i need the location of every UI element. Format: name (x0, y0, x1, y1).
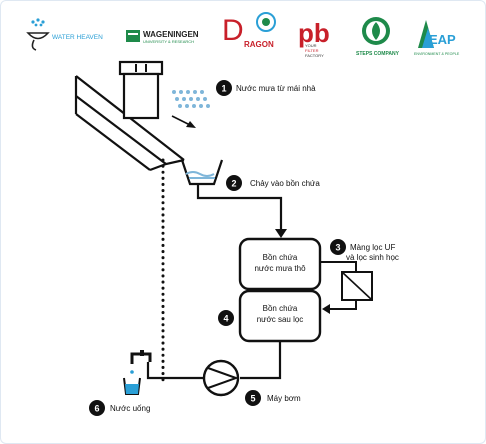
step-5: 5 Máy bơm (245, 390, 301, 406)
raw-tank-line1: Bồn chứa (263, 253, 298, 262)
step-1-number: 1 (221, 84, 226, 94)
raw-water-tank: Bồn chứa nước mưa thô (238, 237, 322, 291)
dragon-name: RAGON (244, 40, 274, 49)
step-3-number: 3 (335, 243, 340, 253)
faucet-icon (130, 350, 152, 374)
step-1: 1 Nước mưa từ mái nhà (216, 80, 316, 96)
logo-dragon: D RAGON (222, 12, 276, 49)
drinking-glass-icon (123, 377, 141, 395)
steps-text: STEPS COMPANY (356, 51, 400, 57)
step-3: 3 Màng lọc UF và lọc sinh học (330, 239, 399, 262)
pump-icon (202, 359, 240, 397)
uf-filter-icon (341, 271, 373, 301)
step-3-badge (330, 239, 346, 255)
step-5-badge (245, 390, 261, 406)
leap-mark: EAP (429, 32, 456, 47)
leap-sub: ENVIRONMENT & PEOPLE (414, 52, 460, 56)
clean-tank-line2: nước sau lọc (257, 315, 304, 324)
wageningen-name: WAGENINGEN (143, 30, 199, 39)
logo-wageningen: WAGENINGEN UNIVERSITY & RESEARCH (126, 30, 199, 44)
step-6-badge (89, 400, 105, 416)
step-4-number: 4 (223, 314, 228, 324)
step-4-badge (218, 310, 234, 326)
step-5-label: Máy bơm (267, 394, 301, 403)
rain-drops-icon (172, 90, 210, 108)
water-heaven-text: WATER HEAVEN (52, 34, 103, 41)
inlet-pipe (196, 184, 283, 232)
pump-to-tap-pipe (146, 362, 204, 380)
to-filter-pipe (320, 261, 357, 272)
step-2-number: 2 (231, 179, 236, 189)
gutter-basin-icon (180, 159, 224, 186)
step-2-badge (226, 175, 242, 191)
wageningen-icon (126, 30, 140, 42)
step-6: 6 Nước uống (89, 400, 150, 416)
step-6-number: 6 (94, 404, 99, 414)
raw-tank-line2: nước mưa thô (254, 264, 306, 273)
step-6-label: Nước uống (110, 404, 150, 413)
clean-water-tank: Bồn chứa nước sau lọc (238, 289, 322, 343)
pb-sub-2: FILTER (305, 48, 319, 53)
tank-to-pump-pipe (240, 341, 282, 380)
chimney (118, 60, 164, 120)
from-filter-pipe (328, 300, 357, 310)
step-3-label-2: và lọc sinh học (346, 253, 399, 262)
step-1-label: Nước mưa từ mái nhà (236, 84, 316, 93)
step-1-badge (216, 80, 232, 96)
wageningen-sub: UNIVERSITY & RESEARCH (143, 39, 194, 44)
step-2: 2 Chảy vào bồn chứa (226, 175, 320, 191)
pb-sub-1: YOUR (305, 43, 317, 48)
dragon-mark: D (222, 14, 244, 47)
pb-sub-3: FACTORY (305, 53, 324, 58)
step-5-number: 5 (250, 394, 255, 404)
pb-mark: pb (298, 18, 330, 48)
logo-water-heaven: WATER HEAVEN (26, 18, 103, 51)
logo-pb: pb YOUR FILTER FACTORY (298, 18, 330, 58)
logo-steps: STEPS COMPANY (356, 17, 400, 57)
dragon-emblem-icon (256, 12, 276, 32)
step-4: 4 (218, 310, 234, 326)
step-3-label: Màng lọc UF (350, 243, 395, 252)
water-heaven-icon (26, 18, 50, 51)
logo-leap: EAP ENVIRONMENT & PEOPLE (414, 20, 460, 56)
step-2-label: Chảy vào bồn chứa (250, 179, 320, 188)
clean-tank-line1: Bồn chứa (263, 304, 298, 313)
